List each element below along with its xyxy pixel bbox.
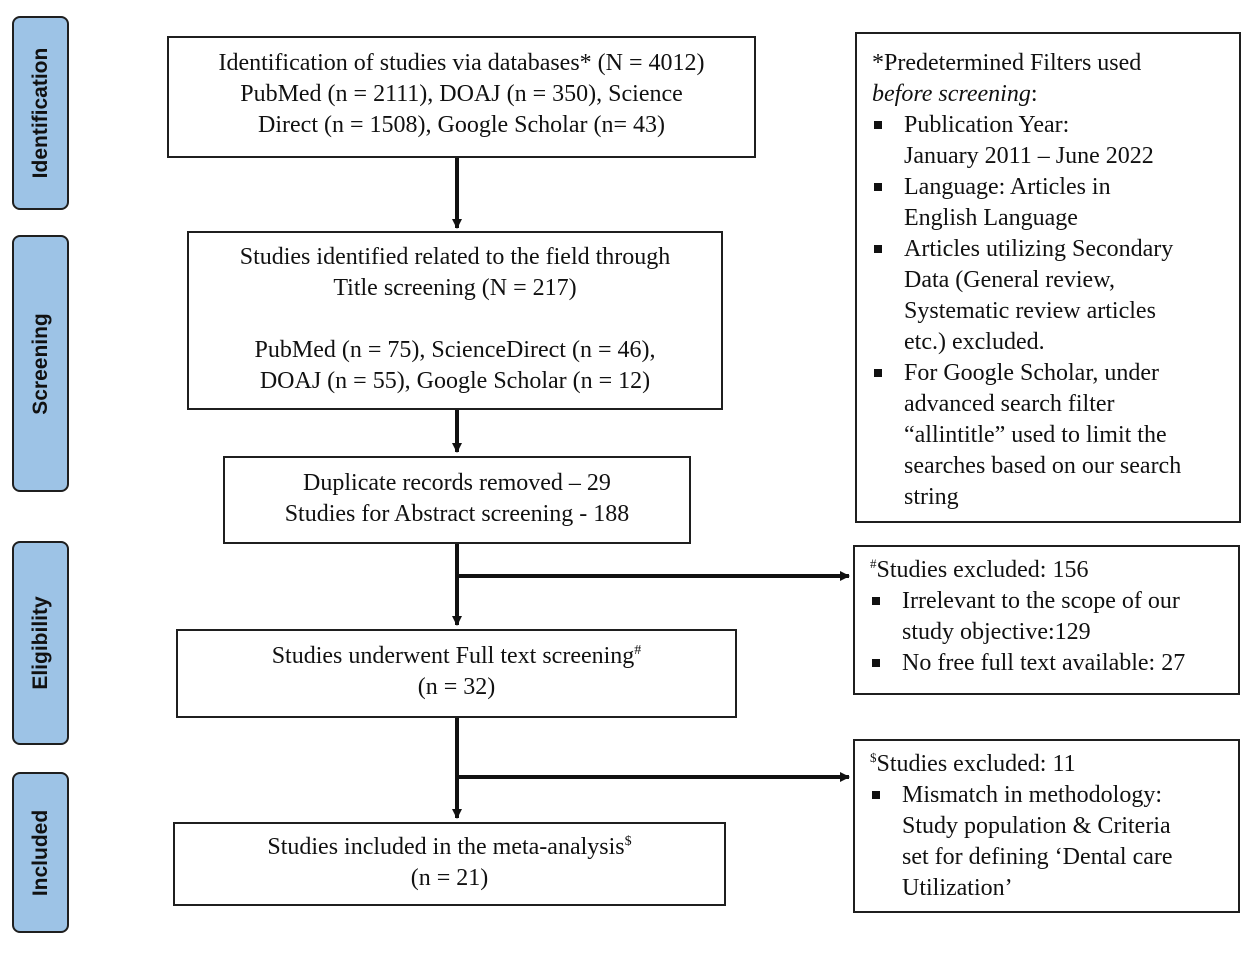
screening-line-1: Studies identified related to the field …: [239, 244, 671, 270]
screening-line-2: Title screening (N = 217): [333, 275, 577, 301]
stage-screening: Screening: [12, 235, 69, 492]
filter-text: English Language: [904, 205, 1078, 231]
bullet-icon: [872, 791, 880, 799]
excluded-meta-item: Mismatch in methodology: Study populatio…: [870, 780, 1238, 904]
filters-list: Publication Year: January 2011 – June 20…: [872, 110, 1239, 513]
excluded-fulltext-title: #Studies excluded: 156: [870, 555, 1238, 586]
stage-included: Included: [12, 772, 69, 933]
filters-title-3: :: [1030, 81, 1038, 107]
excluded-text: study objective:129: [902, 619, 1091, 645]
identification-box: Identification of studies via databases*…: [167, 36, 756, 158]
duplicates-line-2: Studies for Abstract screening - 188: [284, 501, 630, 527]
excluded-text: Study population & Criteria: [902, 813, 1171, 839]
filters-title: *Predetermined Filters used: [872, 48, 1239, 79]
fulltext-text: Studies underwent Full text screening: [271, 643, 635, 669]
included-mark: $: [624, 834, 632, 849]
filter-text: Language: Articles in: [904, 174, 1111, 200]
filter-text: Data (General review,: [904, 267, 1115, 293]
screening-box: Studies identified related to the field …: [187, 231, 723, 410]
excluded-text: Utilization’: [902, 875, 1013, 901]
fulltext-count: (n = 32): [417, 674, 496, 700]
filter-item: For Google Scholar, under advanced searc…: [872, 358, 1239, 513]
excluded-meta-list: Mismatch in methodology: Study populatio…: [870, 780, 1238, 904]
excluded-fulltext-title-text: Studies excluded: 156: [876, 557, 1089, 583]
excluded-meta-box: $Studies excluded: 11 Mismatch in method…: [853, 739, 1240, 913]
fulltext-box: Studies underwent Full text screening# (…: [176, 629, 737, 718]
filter-text: Systematic review articles: [904, 298, 1156, 324]
excluded-text: No free full text available: 27: [902, 650, 1186, 676]
stage-eligibility: Eligibility: [12, 541, 69, 745]
filters-box: *Predetermined Filters used before scree…: [855, 32, 1241, 523]
bullet-icon: [874, 121, 882, 129]
filter-text: January 2011 – June 2022: [904, 143, 1154, 169]
filters-subtitle: before screening:: [872, 79, 1239, 110]
excluded-text: Irrelevant to the scope of our: [902, 588, 1180, 614]
filter-item: Language: Articles in English Language: [872, 172, 1239, 234]
bullet-icon: [874, 245, 882, 253]
screening-line-5: DOAJ (n = 55), Google Scholar (n = 12): [259, 368, 651, 394]
screening-line-4: PubMed (n = 75), ScienceDirect (n = 46),: [254, 337, 656, 363]
identification-line-3: Direct (n = 1508), Google Scholar (n= 43…: [258, 112, 665, 138]
screening-line-3: [189, 304, 721, 335]
excluded-text: Mismatch in methodology:: [902, 782, 1162, 808]
fulltext-mark: #: [634, 643, 642, 658]
excluded-meta-title-text: Studies excluded: 11: [876, 751, 1076, 777]
duplicates-box: Duplicate records removed – 29 Studies f…: [223, 456, 691, 544]
filter-text: advanced search filter: [904, 391, 1115, 417]
filter-text: Articles utilizing Secondary: [904, 236, 1174, 262]
fulltext-line-1: Studies underwent Full text screening#: [178, 641, 735, 672]
filter-text: string: [904, 484, 959, 510]
filters-title-1: *Predetermined Filters used: [872, 50, 1142, 76]
bullet-icon: [872, 659, 880, 667]
identification-line-1: Identification of studies via databases*…: [218, 50, 705, 76]
filters-title-2: before screening: [872, 81, 1031, 107]
bullet-icon: [874, 183, 882, 191]
included-box: Studies included in the meta-analysis$ (…: [173, 822, 726, 906]
excluded-meta-title: $Studies excluded: 11: [870, 749, 1238, 780]
filter-item: Publication Year: January 2011 – June 20…: [872, 110, 1239, 172]
filter-item: Articles utilizing Secondary Data (Gener…: [872, 234, 1239, 358]
excluded-meta-mark: $: [870, 750, 877, 765]
included-count: (n = 21): [410, 865, 489, 891]
identification-line-2: PubMed (n = 2111), DOAJ (n = 350), Scien…: [240, 81, 683, 107]
filter-text: “allintitle” used to limit the: [904, 422, 1167, 448]
included-text: Studies included in the meta-analysis: [267, 834, 625, 860]
excluded-fulltext-item: Irrelevant to the scope of our study obj…: [870, 586, 1238, 648]
stage-identification: Identification: [12, 16, 69, 210]
excluded-fulltext-box: #Studies excluded: 156 Irrelevant to the…: [853, 545, 1240, 695]
excluded-text: set for defining ‘Dental care: [902, 844, 1173, 870]
filter-text: searches based on our search: [904, 453, 1182, 479]
bullet-icon: [874, 369, 882, 377]
duplicates-line-1: Duplicate records removed – 29: [303, 470, 611, 496]
included-line-1: Studies included in the meta-analysis$: [175, 832, 724, 863]
filter-text: Publication Year:: [904, 112, 1070, 138]
excluded-fulltext-item: No free full text available: 27: [870, 648, 1238, 679]
filter-text: etc.) excluded.: [904, 329, 1045, 355]
excluded-fulltext-list: Irrelevant to the scope of our study obj…: [870, 586, 1238, 679]
bullet-icon: [872, 597, 880, 605]
excluded-fulltext-mark: #: [870, 556, 877, 571]
filter-text: For Google Scholar, under: [904, 360, 1159, 386]
